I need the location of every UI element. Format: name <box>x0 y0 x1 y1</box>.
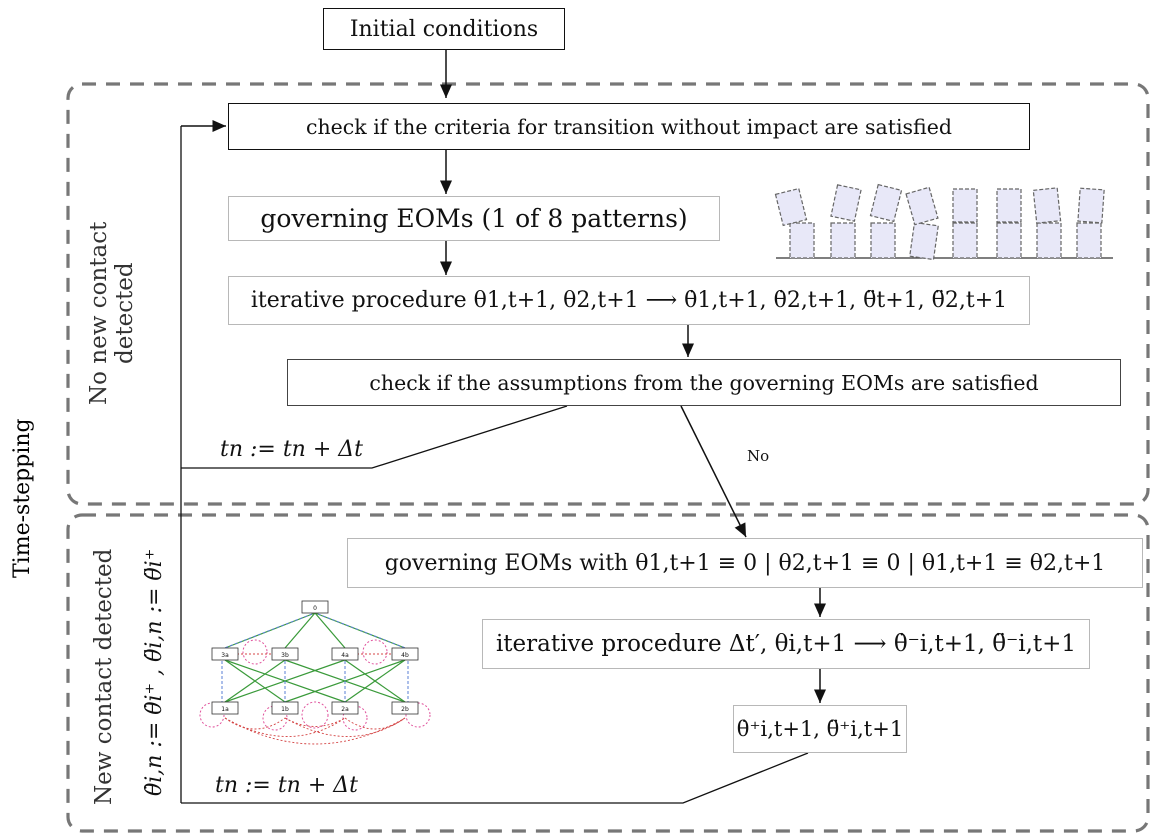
initial-conditions-box: Initial conditions <box>323 8 565 50</box>
graph-node-4a: 4a <box>341 652 349 659</box>
arrow-no-branch <box>680 405 747 538</box>
post-impact-box: θ̇⁺i,t+1, θ̈⁺i,t+1 <box>733 705 907 753</box>
section-bottom-label: New contact detected <box>91 548 117 805</box>
graph-node-4b: 4b <box>401 652 409 659</box>
check-assumptions-box: check if the assumptions from the govern… <box>287 359 1121 406</box>
section-bottom-frame <box>66 513 1150 833</box>
loop-line-bottom <box>181 752 809 804</box>
section-bottom-update-formula: θ̇i,n := θ̇i⁺ , θ̈i,n := θ̈i⁺ <box>142 548 167 796</box>
check-transition-box: check if the criteria for transition wit… <box>228 103 1030 150</box>
graph-node-2b: 2b <box>401 706 409 713</box>
no-branch-label: No <box>747 447 770 465</box>
graph-node-1a: 1a <box>221 706 229 713</box>
time-update-label-1: tn := tn + Δt <box>220 437 363 462</box>
blocks-illustration <box>774 183 1113 261</box>
section-top-label-line1: No new contact <box>86 221 112 405</box>
graph-node-3b: 3b <box>281 652 289 659</box>
check-assumptions-label: check if the assumptions from the govern… <box>369 370 1039 395</box>
initial-conditions-label: Initial conditions <box>349 16 539 42</box>
check-transition-label: check if the criteria for transition wit… <box>305 114 952 139</box>
graph-node-0: 0 <box>313 605 317 612</box>
graph-node-1b: 1b <box>281 706 289 713</box>
post-impact-label: θ̇⁺i,t+1, θ̈⁺i,t+1 <box>736 717 904 741</box>
iterative-procedure-2-label: iterative procedure Δt′, θi,t+1 ⟶ θ̇⁻i,t… <box>495 631 1077 657</box>
governing-eoms-box: governing EOMs (1 of 8 patterns) <box>228 196 720 241</box>
governing-eoms-label: governing EOMs (1 of 8 patterns) <box>260 204 688 233</box>
section-top-label-line2: detected <box>112 262 138 364</box>
governing-eoms-contact-label: governing EOMs with θ1,t+1 ≡ 0 | θ2,t+1 … <box>384 550 1106 576</box>
outer-time-stepping-label: Time-stepping <box>10 418 35 578</box>
graph-node-2a: 2a <box>341 706 349 713</box>
loop-line-top <box>181 405 568 469</box>
transition-graph: 0 3a 3b 4a 4b 1a 1b 2a 2b <box>199 600 431 745</box>
iterative-procedure-2-box: iterative procedure Δt′, θi,t+1 ⟶ θ̇⁻i,t… <box>482 619 1090 669</box>
graph-node-3a: 3a <box>221 652 229 659</box>
iterative-procedure-1-box: iterative procedure θ1,t+1, θ2,t+1 ⟶ θ̇1… <box>228 276 1030 325</box>
iterative-procedure-1-label: iterative procedure θ1,t+1, θ2,t+1 ⟶ θ̇1… <box>250 288 1008 313</box>
time-update-label-2: tn := tn + Δt <box>215 773 358 798</box>
governing-eoms-contact-box: governing EOMs with θ1,t+1 ≡ 0 | θ2,t+1 … <box>347 538 1143 588</box>
